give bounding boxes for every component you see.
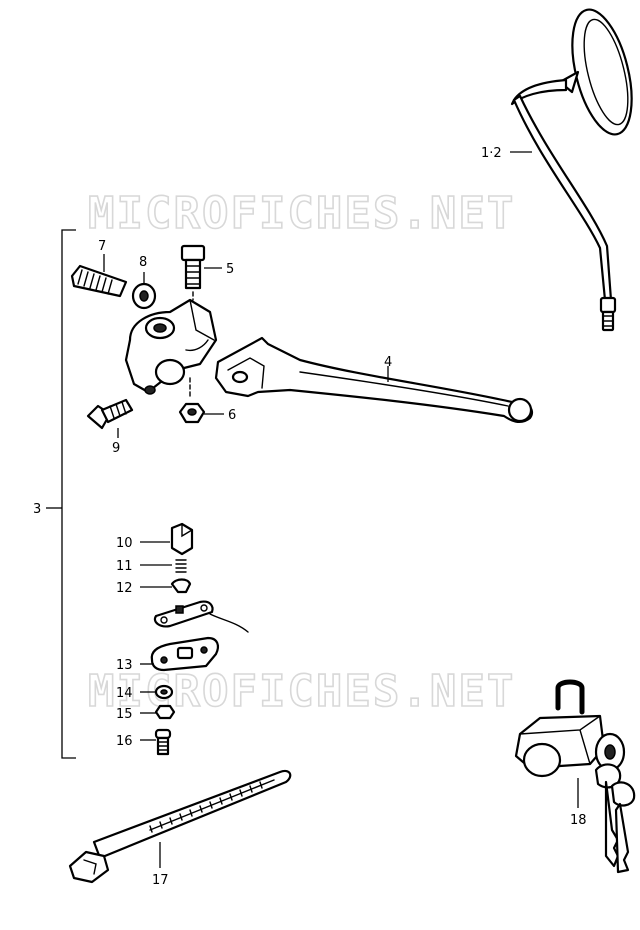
nut-8 bbox=[131, 282, 157, 310]
nut-15 bbox=[154, 704, 176, 720]
bolt-5 bbox=[180, 244, 206, 315]
callout-5: 5 bbox=[226, 262, 234, 277]
nut-6 bbox=[178, 377, 206, 424]
helmet-lock-18 bbox=[514, 679, 636, 874]
callout-4: 4 bbox=[384, 355, 392, 370]
washer-14 bbox=[154, 684, 174, 700]
callout-11: 11 bbox=[116, 559, 133, 574]
callout-14: 14 bbox=[116, 686, 133, 701]
part-10 bbox=[170, 522, 194, 556]
switch-plate bbox=[153, 600, 249, 633]
watermark-top: MICROFICHES.NET bbox=[88, 188, 515, 239]
callout-15: 15 bbox=[116, 707, 133, 722]
clutch-lever-4 bbox=[214, 336, 534, 424]
callout-1-2: 1·2 bbox=[481, 146, 502, 161]
callout-7: 7 bbox=[98, 239, 106, 254]
callout-18: 18 bbox=[570, 813, 587, 828]
lever-holder bbox=[124, 298, 218, 395]
clip-12 bbox=[170, 578, 192, 594]
assembly-bracket bbox=[61, 229, 76, 759]
callout-8: 8 bbox=[139, 255, 147, 270]
callout-6: 6 bbox=[228, 408, 236, 423]
switch-13 bbox=[150, 636, 219, 672]
spring-11 bbox=[175, 559, 187, 573]
callout-10: 10 bbox=[116, 536, 133, 551]
callout-13: 13 bbox=[116, 658, 133, 673]
callout-12: 12 bbox=[116, 581, 133, 596]
bolt-7 bbox=[70, 264, 128, 298]
callout-17: 17 bbox=[152, 873, 169, 888]
bolt-9 bbox=[86, 398, 134, 430]
callout-16: 16 bbox=[116, 734, 133, 749]
callout-3: 3 bbox=[33, 502, 41, 517]
callout-9: 9 bbox=[112, 441, 120, 456]
strap-17 bbox=[68, 769, 292, 884]
screw-16 bbox=[154, 728, 172, 756]
mirror bbox=[510, 8, 633, 332]
